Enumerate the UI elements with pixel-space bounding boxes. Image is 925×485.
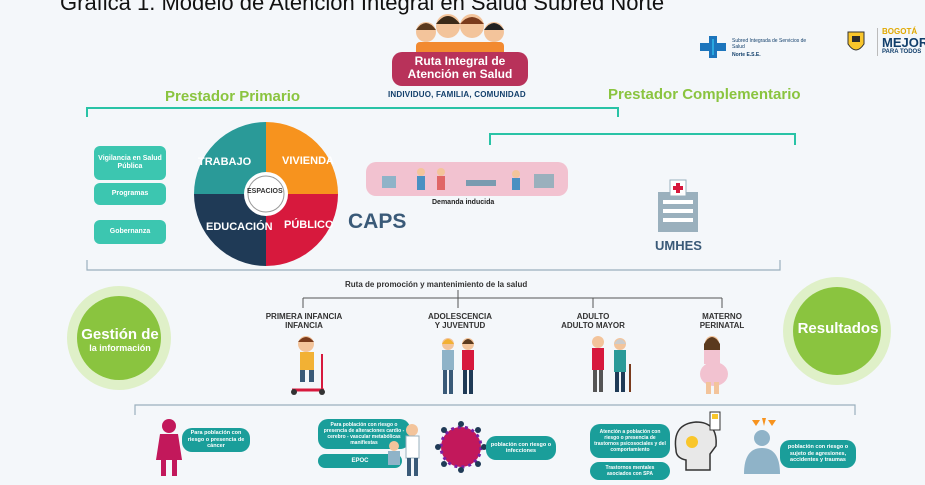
stage-1-line-1: PRIMERA INFANCIA	[265, 312, 343, 321]
gestion-text: Gestión de la información	[74, 326, 166, 354]
bogota-main: MEJOR	[882, 35, 925, 50]
stage-4-line-1: MATERNO	[702, 312, 742, 321]
bubble-mentales: Trastornos mentales asociados con SPA	[590, 462, 670, 480]
hospital-icon	[658, 179, 698, 232]
wheel-educacion: EDUCACIÓN	[206, 221, 273, 233]
bubble-cardio: Para población con riesgo o presencia de…	[318, 419, 410, 449]
pregnant-woman-icon	[700, 336, 728, 394]
badge-line-2: Atención en Salud	[407, 67, 513, 81]
gestion-line-1: Gestión de	[81, 326, 159, 343]
demanda-band	[366, 162, 568, 196]
stage-4-line-2: PERINATAL	[699, 321, 745, 330]
stage-adulto: ADULTO ADULTO MAYOR	[550, 312, 636, 330]
prestador-primario-title: Prestador Primario	[165, 88, 301, 105]
bubble-infecciones: población con riesgo o infecciones	[486, 436, 556, 460]
gestion-circle	[67, 286, 171, 390]
woman-cancer-icon	[156, 419, 182, 476]
ruta-title: Ruta de promoción y mantenimiento de la …	[345, 280, 528, 289]
stage-adolescencia: ADOLESCENCIA Y JUVENTUD	[415, 312, 505, 330]
bubble-agresiones: población con riesgo o sujeto de agresio…	[780, 440, 856, 468]
stage-materno: MATERNO PERINATAL	[682, 312, 762, 330]
cross-logo-icon	[700, 36, 726, 58]
bogota-logo: BOGOTÁ MEJOR PARA TODOS	[877, 28, 925, 56]
health-services-icon	[382, 168, 554, 190]
stage-2-line-2: Y JUVENTUD	[434, 321, 486, 330]
stage-3-line-2: ADULTO MAYOR	[561, 321, 625, 330]
subtitle: INDIVIDUO, FAMILIA, COMUNIDAD	[388, 90, 526, 99]
stage-2-line-1: ADOLESCENCIA	[427, 312, 492, 321]
bubble-epoc: EPOC	[318, 454, 402, 468]
pill-vigilancia: Vigilancia en Salud Pública	[94, 146, 166, 180]
pill-gobernanza: Gobernanza	[94, 220, 166, 244]
wheel-publico: PÚBLICO	[284, 219, 334, 231]
bogota-top: BOGOTÁ	[882, 27, 918, 36]
pill-programas: Programas	[94, 183, 166, 205]
resultados-text: Resultados	[797, 320, 879, 337]
caps-label: CAPS	[348, 210, 407, 233]
demanda-inducida-label: Demanda inducida	[432, 199, 495, 206]
child-scooter-icon	[291, 336, 325, 395]
bubble-cancer: Para población con riesgo o presencia de…	[182, 428, 250, 452]
wheel-trabajo: TRABAJO	[198, 156, 252, 168]
elderly-couple-icon	[592, 336, 631, 392]
resultados-circle	[783, 277, 891, 385]
adolescents-icon	[442, 338, 474, 394]
badge-line-1: Ruta Integral de	[414, 54, 506, 68]
virus-icon	[435, 421, 487, 473]
person-alert-icon	[744, 418, 780, 474]
doctor-patient-icon	[388, 424, 420, 476]
gestion-line-2: la información	[89, 343, 151, 353]
subred-sub: Norte E.S.E.	[732, 52, 761, 58]
bogota-bottom: PARA TODOS	[882, 49, 922, 55]
subred-name: Subred Integrada de Servicios de Salud	[732, 38, 807, 50]
bogota-shield-icon	[847, 31, 865, 51]
espacios-wheel	[194, 122, 338, 266]
wheel-vivienda: VIVIENDA	[282, 155, 334, 167]
stage-primera-infancia: PRIMERA INFANCIA INFANCIA	[258, 312, 350, 330]
ruta-integral-badge: Ruta Integral de Atención en Salud	[392, 52, 528, 86]
subred-logo: Subred Integrada de Servicios de Salud N…	[700, 34, 820, 64]
mind-head-icon	[674, 411, 721, 471]
wheel-center-espacios: ESPACIOS	[247, 188, 283, 195]
page-title: Gráfica 1. Modelo de Atención Integral e…	[60, 0, 665, 15]
prestador-complementario-title: Prestador Complementario	[608, 86, 801, 103]
umhes-label: UMHES	[655, 238, 702, 253]
stage-1-line-2: INFANCIA	[285, 321, 323, 330]
bubble-psico: Atención a población con riesgo o presen…	[590, 424, 670, 458]
stage-3-line-1: ADULTO	[576, 312, 610, 321]
